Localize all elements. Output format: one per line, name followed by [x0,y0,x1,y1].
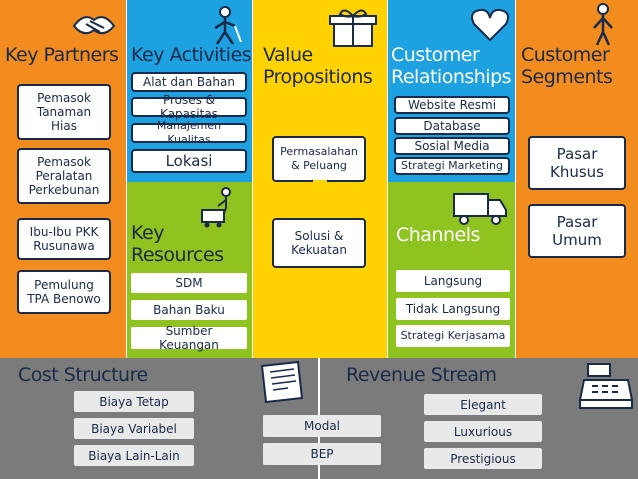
revenue-item: Luxurious [424,421,542,442]
receipt-icon [260,360,304,404]
cost-item: Biaya Tetap [74,391,194,412]
customer-relationship-item: Sosial Media [394,137,510,155]
flow-arrow-head [303,198,337,216]
key-partner-item: Pemasok Tanaman Hias [17,84,111,140]
key-activities-title: Key Activities [131,44,252,66]
customer-segments-title-line1: Customer [521,44,610,66]
key-partners-title: Key Partners [5,44,119,66]
key-activity-item: Alat dan Bahan [131,72,247,92]
channel-item: Langsung [396,270,510,292]
heart-icon [471,8,509,42]
person-icon [593,3,613,46]
cost-item: Biaya Variabel [74,418,194,439]
key-resource-item: SDM [131,273,247,293]
middle-item: BEP [263,443,381,465]
channel-item: Tidak Langsung [396,298,510,320]
flow-arrow [313,180,327,200]
customer-relationship-item: Database [394,117,510,135]
key-activity-item: Proses & Kapasitas [131,93,247,121]
cost-structure-title: Cost Structure [18,364,148,386]
customer-segment-item: Pasar Khusus [528,136,626,190]
cost-item: Biaya Lain-Lain [74,445,194,466]
revenue-item: Prestigious [424,448,542,469]
handshake-icon [72,16,116,35]
key-partner-item: Pemulung TPA Benowo [17,270,111,314]
truck-icon [453,193,507,225]
key-activity-item: Manajemen Kualitas [131,119,247,146]
customer-segment-item: Pasar Umum [528,204,626,258]
revenue-item: Elegant [424,394,542,415]
value-propositions-title-line2: Propositions [263,66,373,88]
channel-item: Strategi Kerjasama [396,325,510,347]
value-proposition-item: Solusi & Kekuatan [272,218,366,268]
customer-segments-title-line2: Segments [521,66,613,88]
revenue-stream-title: Revenue Stream [346,364,497,386]
person-with-cart-icon [201,187,231,228]
worker-icon [214,6,242,45]
key-activity-item: Lokasi [131,149,247,173]
middle-item: Modal [263,415,381,437]
customer-relationships-title-line1: Customer [391,44,480,66]
key-partner-item: Pemasok Peralatan Perkebunan [17,148,111,204]
value-propositions-title-line1: Value [263,44,313,66]
customer-relationship-item: Website Resmi [394,96,510,114]
value-proposition-item: Permasalahan & Peluang [272,136,366,182]
key-partner-item: Ibu-Ibu PKK Rusunawa [17,218,111,260]
key-resource-item: Bahan Baku [131,300,247,320]
customer-relationship-item: Strategi Marketing [394,157,510,175]
key-resources-title-line2: Resources [131,244,224,266]
customer-relationships-title-line2: Relationships [391,66,512,88]
key-resources-title-line1: Key [131,222,164,244]
channels-title: Channels [396,224,480,246]
gift-icon [329,9,377,47]
key-resource-item: Sumber Keuangan [131,324,247,352]
cash-register-icon [578,363,634,409]
